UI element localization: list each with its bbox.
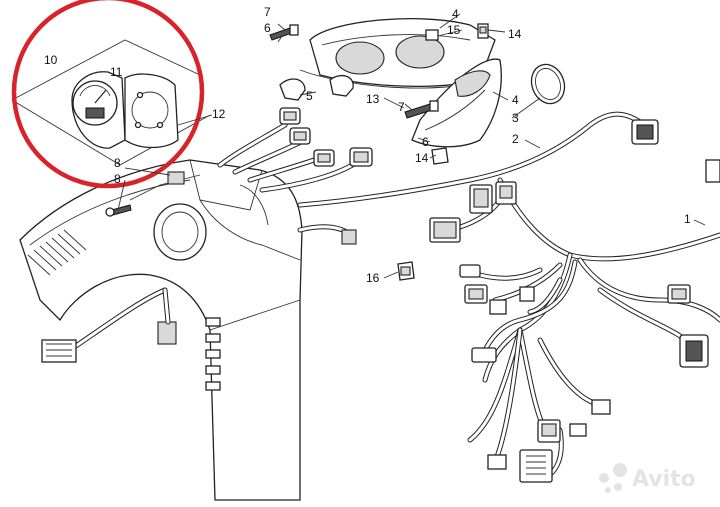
screw-7b <box>404 100 439 119</box>
callout-14b: 14 <box>415 151 429 165</box>
callout-1: 1 <box>684 212 691 226</box>
callout-12: 12 <box>212 107 226 121</box>
callout-4a: 4 <box>452 7 459 21</box>
upper-harness <box>217 107 373 245</box>
connector-o <box>471 347 497 363</box>
connector-p <box>591 399 611 415</box>
connector-a <box>279 107 301 125</box>
gauge-assembly <box>11 39 211 166</box>
bezel-front <box>411 58 502 148</box>
callout-14a: 14 <box>508 27 522 41</box>
avito-watermark: Avito <box>599 463 696 493</box>
callout-7b: 7 <box>398 100 405 114</box>
callout-10: 10 <box>44 53 58 67</box>
callout-11: 11 <box>110 65 123 79</box>
callout-8a: 8 <box>114 156 121 170</box>
retaining-ring-3 <box>530 63 566 105</box>
highlight-ring <box>11 0 205 189</box>
screw-8-top <box>167 171 185 185</box>
bracket-15 <box>425 29 439 41</box>
hood-connector <box>41 339 77 363</box>
connector-c <box>313 149 335 167</box>
callout-2: 2 <box>512 132 519 146</box>
screw-8-hood <box>105 204 132 217</box>
main-harness <box>297 111 720 483</box>
callout-6a: 6 <box>264 21 271 35</box>
connector-u <box>705 159 720 183</box>
callout-6b: 6 <box>422 135 429 149</box>
connector-i <box>459 264 481 278</box>
hood-harness <box>41 287 177 363</box>
callout-7a: 7 <box>264 5 271 19</box>
connector-m <box>667 284 691 304</box>
callout-5: 5 <box>306 89 313 103</box>
connector-b <box>289 127 311 145</box>
connector-t <box>569 423 587 437</box>
callouts: 10 11 12 8 8 7 6 5 4 15 14 13 7 4 3 6 14… <box>44 5 691 285</box>
connector-e <box>341 229 357 245</box>
connector-h <box>429 217 461 243</box>
connector-q <box>537 419 561 443</box>
connector-l <box>489 299 507 315</box>
connector-g <box>495 181 517 205</box>
connector-f <box>469 184 493 214</box>
watermark-text: Avito <box>632 467 696 492</box>
connector-k <box>519 286 535 302</box>
connector-n <box>679 334 709 368</box>
callout-15: 15 <box>447 23 461 37</box>
clip-14a <box>477 23 489 39</box>
callout-8b: 8 <box>114 172 121 186</box>
hood-body <box>19 159 303 501</box>
connector-s <box>519 449 553 483</box>
screw-7a <box>269 24 299 41</box>
leader-lines <box>117 13 706 279</box>
connector-j <box>464 284 488 304</box>
connector-d <box>349 147 373 167</box>
callout-4b: 4 <box>512 93 519 107</box>
headlight-housing <box>279 18 496 101</box>
clip-16 <box>397 261 415 281</box>
callout-16: 16 <box>366 271 380 285</box>
callout-13: 13 <box>366 92 380 106</box>
clip-14b <box>431 147 449 165</box>
connector-2-end <box>631 119 659 145</box>
callout-3: 3 <box>512 111 519 125</box>
connector-r <box>487 454 507 470</box>
